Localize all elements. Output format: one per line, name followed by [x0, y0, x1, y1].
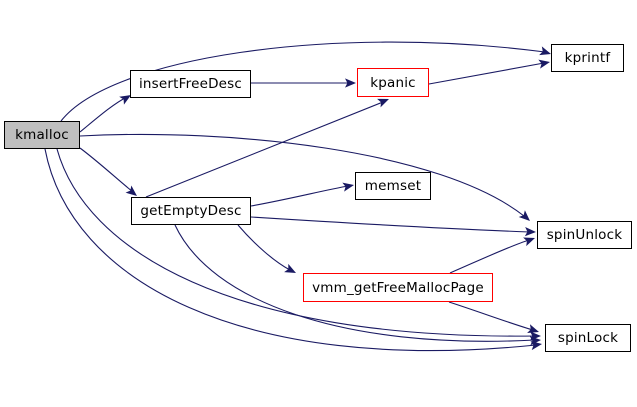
arrowhead-kmalloc-to-getEmptyDesc	[125, 185, 137, 196]
arrowhead-insertFreeDesc-to-kpanic	[345, 78, 356, 88]
call-edge-kmalloc-to-insertFreeDesc	[79, 96, 128, 133]
node-label-kmalloc: kmalloc	[15, 127, 69, 143]
node-label-spinUnlock: spinUnlock	[546, 227, 623, 243]
node-memset[interactable]: memset	[355, 172, 431, 200]
arrowhead-vmm_getFreeMallocPage-to-spinLock	[527, 324, 539, 333]
arrowhead-getEmptyDesc-to-kpanic	[377, 98, 389, 108]
node-insertFreeDesc[interactable]: insertFreeDesc	[130, 70, 251, 98]
call-edge-getEmptyDesc-to-kpanic	[145, 101, 384, 198]
node-getEmptyDesc[interactable]: getEmptyDesc	[131, 197, 251, 225]
node-spinUnlock[interactable]: spinUnlock	[537, 221, 632, 249]
node-spinLock[interactable]: spinLock	[545, 324, 631, 352]
node-kprintf[interactable]: kprintf	[551, 44, 624, 72]
arrowhead-getEmptyDesc-to-memset	[342, 182, 354, 192]
call-edge-kmalloc-to-kprintf	[60, 41, 546, 122]
node-kpanic[interactable]: kpanic	[357, 68, 429, 97]
call-edge-getEmptyDesc-to-spinLock	[174, 224, 536, 342]
call-edge-kmalloc-to-spinLock	[56, 148, 536, 337]
arrowhead-vmm_getFreeMallocPage-to-spinUnlock	[523, 237, 535, 247]
node-label-memset: memset	[364, 178, 422, 194]
call-edge-kmalloc-to-getEmptyDesc	[79, 147, 134, 193]
node-kmalloc[interactable]: kmalloc	[4, 121, 80, 149]
arrowhead-kpanic-to-kprintf	[538, 59, 550, 69]
arrowhead-kmalloc-to-kprintf	[539, 46, 551, 56]
node-label-vmm_getFreeMallocPage: vmm_getFreeMallocPage	[312, 279, 484, 296]
call-edge-vmm_getFreeMallocPage-to-spinUnlock	[449, 239, 530, 274]
call-edge-getEmptyDesc-to-memset	[250, 185, 349, 207]
node-vmm_getFreeMallocPage[interactable]: vmm_getFreeMallocPage	[303, 273, 493, 302]
arrowhead-getEmptyDesc-to-spinLock	[529, 336, 541, 346]
node-label-kprintf: kprintf	[564, 50, 611, 66]
arrowhead-getEmptyDesc-to-vmm_getFreeMallocPage	[284, 263, 296, 273]
call-edge-kmalloc-to-spinUnlock	[79, 133, 525, 217]
call-edge-getEmptyDesc-to-spinUnlock	[250, 216, 531, 233]
node-label-insertFreeDesc: insertFreeDesc	[138, 76, 243, 92]
call-edge-kmalloc-to-spinLock	[44, 148, 537, 352]
node-label-getEmptyDesc: getEmptyDesc	[140, 203, 242, 219]
call-edge-getEmptyDesc-to-vmm_getFreeMallocPage	[237, 224, 291, 271]
node-label-kpanic: kpanic	[370, 74, 416, 91]
node-label-spinLock: spinLock	[557, 330, 619, 346]
arrowhead-kmalloc-to-spinUnlock	[518, 210, 530, 221]
call-edge-kpanic-to-kprintf	[428, 62, 545, 85]
arrowhead-kmalloc-to-insertFreeDesc	[119, 95, 131, 105]
call-edge-vmm_getFreeMallocPage-to-spinLock	[448, 301, 534, 331]
arrowhead-getEmptyDesc-to-spinUnlock	[524, 227, 536, 237]
